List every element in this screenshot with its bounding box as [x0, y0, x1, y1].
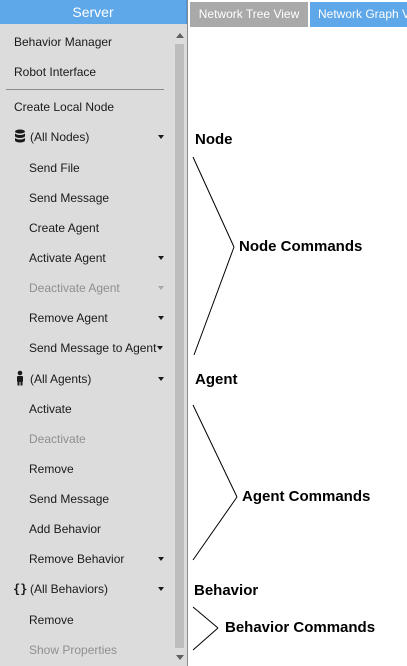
- annotation-behavior-commands: Behavior Commands: [225, 619, 376, 636]
- chevron-down-icon[interactable]: [158, 587, 164, 591]
- sidebar-item-activate-agent[interactable]: Activate Agent: [0, 243, 172, 273]
- sidebar-item-label: Send Message: [29, 492, 110, 506]
- chevron-down-icon[interactable]: [158, 256, 164, 260]
- sidebar-item-deactivate: Deactivate: [0, 424, 172, 454]
- sidebar-item-activate[interactable]: Activate: [0, 394, 172, 424]
- sidebar-item-behavior-manager[interactable]: Behavior Manager: [0, 27, 172, 57]
- sidebar-item-label: Add Behavior: [29, 522, 102, 536]
- sidebar-item-label: Send File: [29, 161, 80, 175]
- chevron-down-icon[interactable]: [158, 557, 164, 561]
- annotation-behavior: Behavior: [194, 582, 259, 599]
- tab-network-tree-view[interactable]: Network Tree View: [190, 2, 308, 27]
- scroll-down-icon[interactable]: [176, 655, 184, 660]
- sidebar-item-label: Send Message: [29, 191, 110, 205]
- sidebar-item-label: Deactivate Agent: [29, 281, 120, 295]
- sidebar-item-send-message-agent[interactable]: Send Message: [0, 484, 172, 514]
- sidebar-item-label: (All Nodes): [30, 130, 90, 144]
- sidebar-item-all-agents[interactable]: (All Agents): [0, 364, 172, 394]
- menu-separator: [6, 89, 164, 90]
- sidebar-item-create-local-node[interactable]: Create Local Node: [0, 92, 172, 122]
- sidebar-item-deactivate-agent: Deactivate Agent: [0, 273, 172, 303]
- sidebar-item-label: Send Message to Agent: [29, 341, 157, 355]
- scroll-thumb[interactable]: [175, 44, 184, 648]
- annotation-node-commands: Node Commands: [239, 238, 363, 255]
- sidebar-item-robot-interface[interactable]: Robot Interface: [0, 57, 172, 87]
- sidebar-item-label: Robot Interface: [14, 65, 97, 79]
- sidebar: Server Behavior Manager Robot Interface …: [0, 0, 188, 666]
- sidebar-item-send-file[interactable]: Send File: [0, 153, 172, 183]
- sidebar-item-label: Remove Agent: [29, 311, 108, 325]
- sidebar-item-label: Remove: [29, 462, 74, 476]
- sidebar-item-remove-agent[interactable]: Remove Agent: [0, 303, 172, 333]
- sidebar-item-label: Remove: [29, 613, 74, 627]
- sidebar-item-label: (All Agents): [30, 372, 92, 386]
- braces-icon: {}: [13, 582, 28, 596]
- chevron-down-icon[interactable]: [158, 377, 164, 381]
- tab-network-graph-view[interactable]: Network Graph View: [310, 2, 407, 27]
- sidebar-item-all-behaviors[interactable]: {} (All Behaviors): [0, 574, 172, 604]
- sidebar-item-send-message-to-agent[interactable]: Send Message to Agent: [0, 333, 172, 363]
- graph-view-canvas[interactable]: [188, 27, 407, 666]
- person-icon: [14, 364, 26, 394]
- chevron-down-icon[interactable]: [158, 135, 164, 139]
- annotation-agent: Agent: [195, 371, 238, 388]
- sidebar-item-remove[interactable]: Remove: [0, 454, 172, 484]
- sidebar-item-label: Deactivate: [29, 432, 86, 446]
- sidebar-item-show-properties: Show Properties: [0, 635, 172, 665]
- sidebar-scrollbar[interactable]: [172, 26, 187, 666]
- sidebar-item-label: Behavior Manager: [14, 35, 113, 49]
- database-icon: [14, 122, 26, 152]
- sidebar-item-remove-behavior[interactable]: Remove Behavior: [0, 544, 172, 574]
- sidebar-item-label: (All Behaviors): [30, 582, 109, 596]
- chevron-down-icon[interactable]: [157, 346, 163, 350]
- sidebar-item-label: Remove Behavior: [29, 552, 125, 566]
- sidebar-item-remove-behavior-cmd[interactable]: Remove: [0, 605, 172, 635]
- sidebar-header[interactable]: Server: [0, 0, 187, 24]
- sidebar-item-label: Create Local Node: [14, 100, 115, 114]
- sidebar-item-label: Activate: [29, 402, 72, 416]
- scroll-up-icon[interactable]: [176, 33, 184, 38]
- sidebar-item-send-message[interactable]: Send Message: [0, 183, 172, 213]
- sidebar-item-all-nodes[interactable]: (All Nodes): [0, 122, 172, 152]
- chevron-down-icon[interactable]: [158, 316, 164, 320]
- sidebar-item-create-agent[interactable]: Create Agent: [0, 213, 172, 243]
- annotation-node: Node: [195, 131, 233, 148]
- chevron-down-icon: [158, 286, 164, 290]
- sidebar-item-label: Activate Agent: [29, 251, 106, 265]
- annotation-agent-commands: Agent Commands: [242, 488, 371, 505]
- sidebar-item-add-behavior[interactable]: Add Behavior: [0, 514, 172, 544]
- tab-bar: Network Tree View Network Graph View: [188, 0, 407, 27]
- sidebar-item-label: Create Agent: [29, 221, 100, 235]
- sidebar-item-label: Show Properties: [29, 643, 118, 657]
